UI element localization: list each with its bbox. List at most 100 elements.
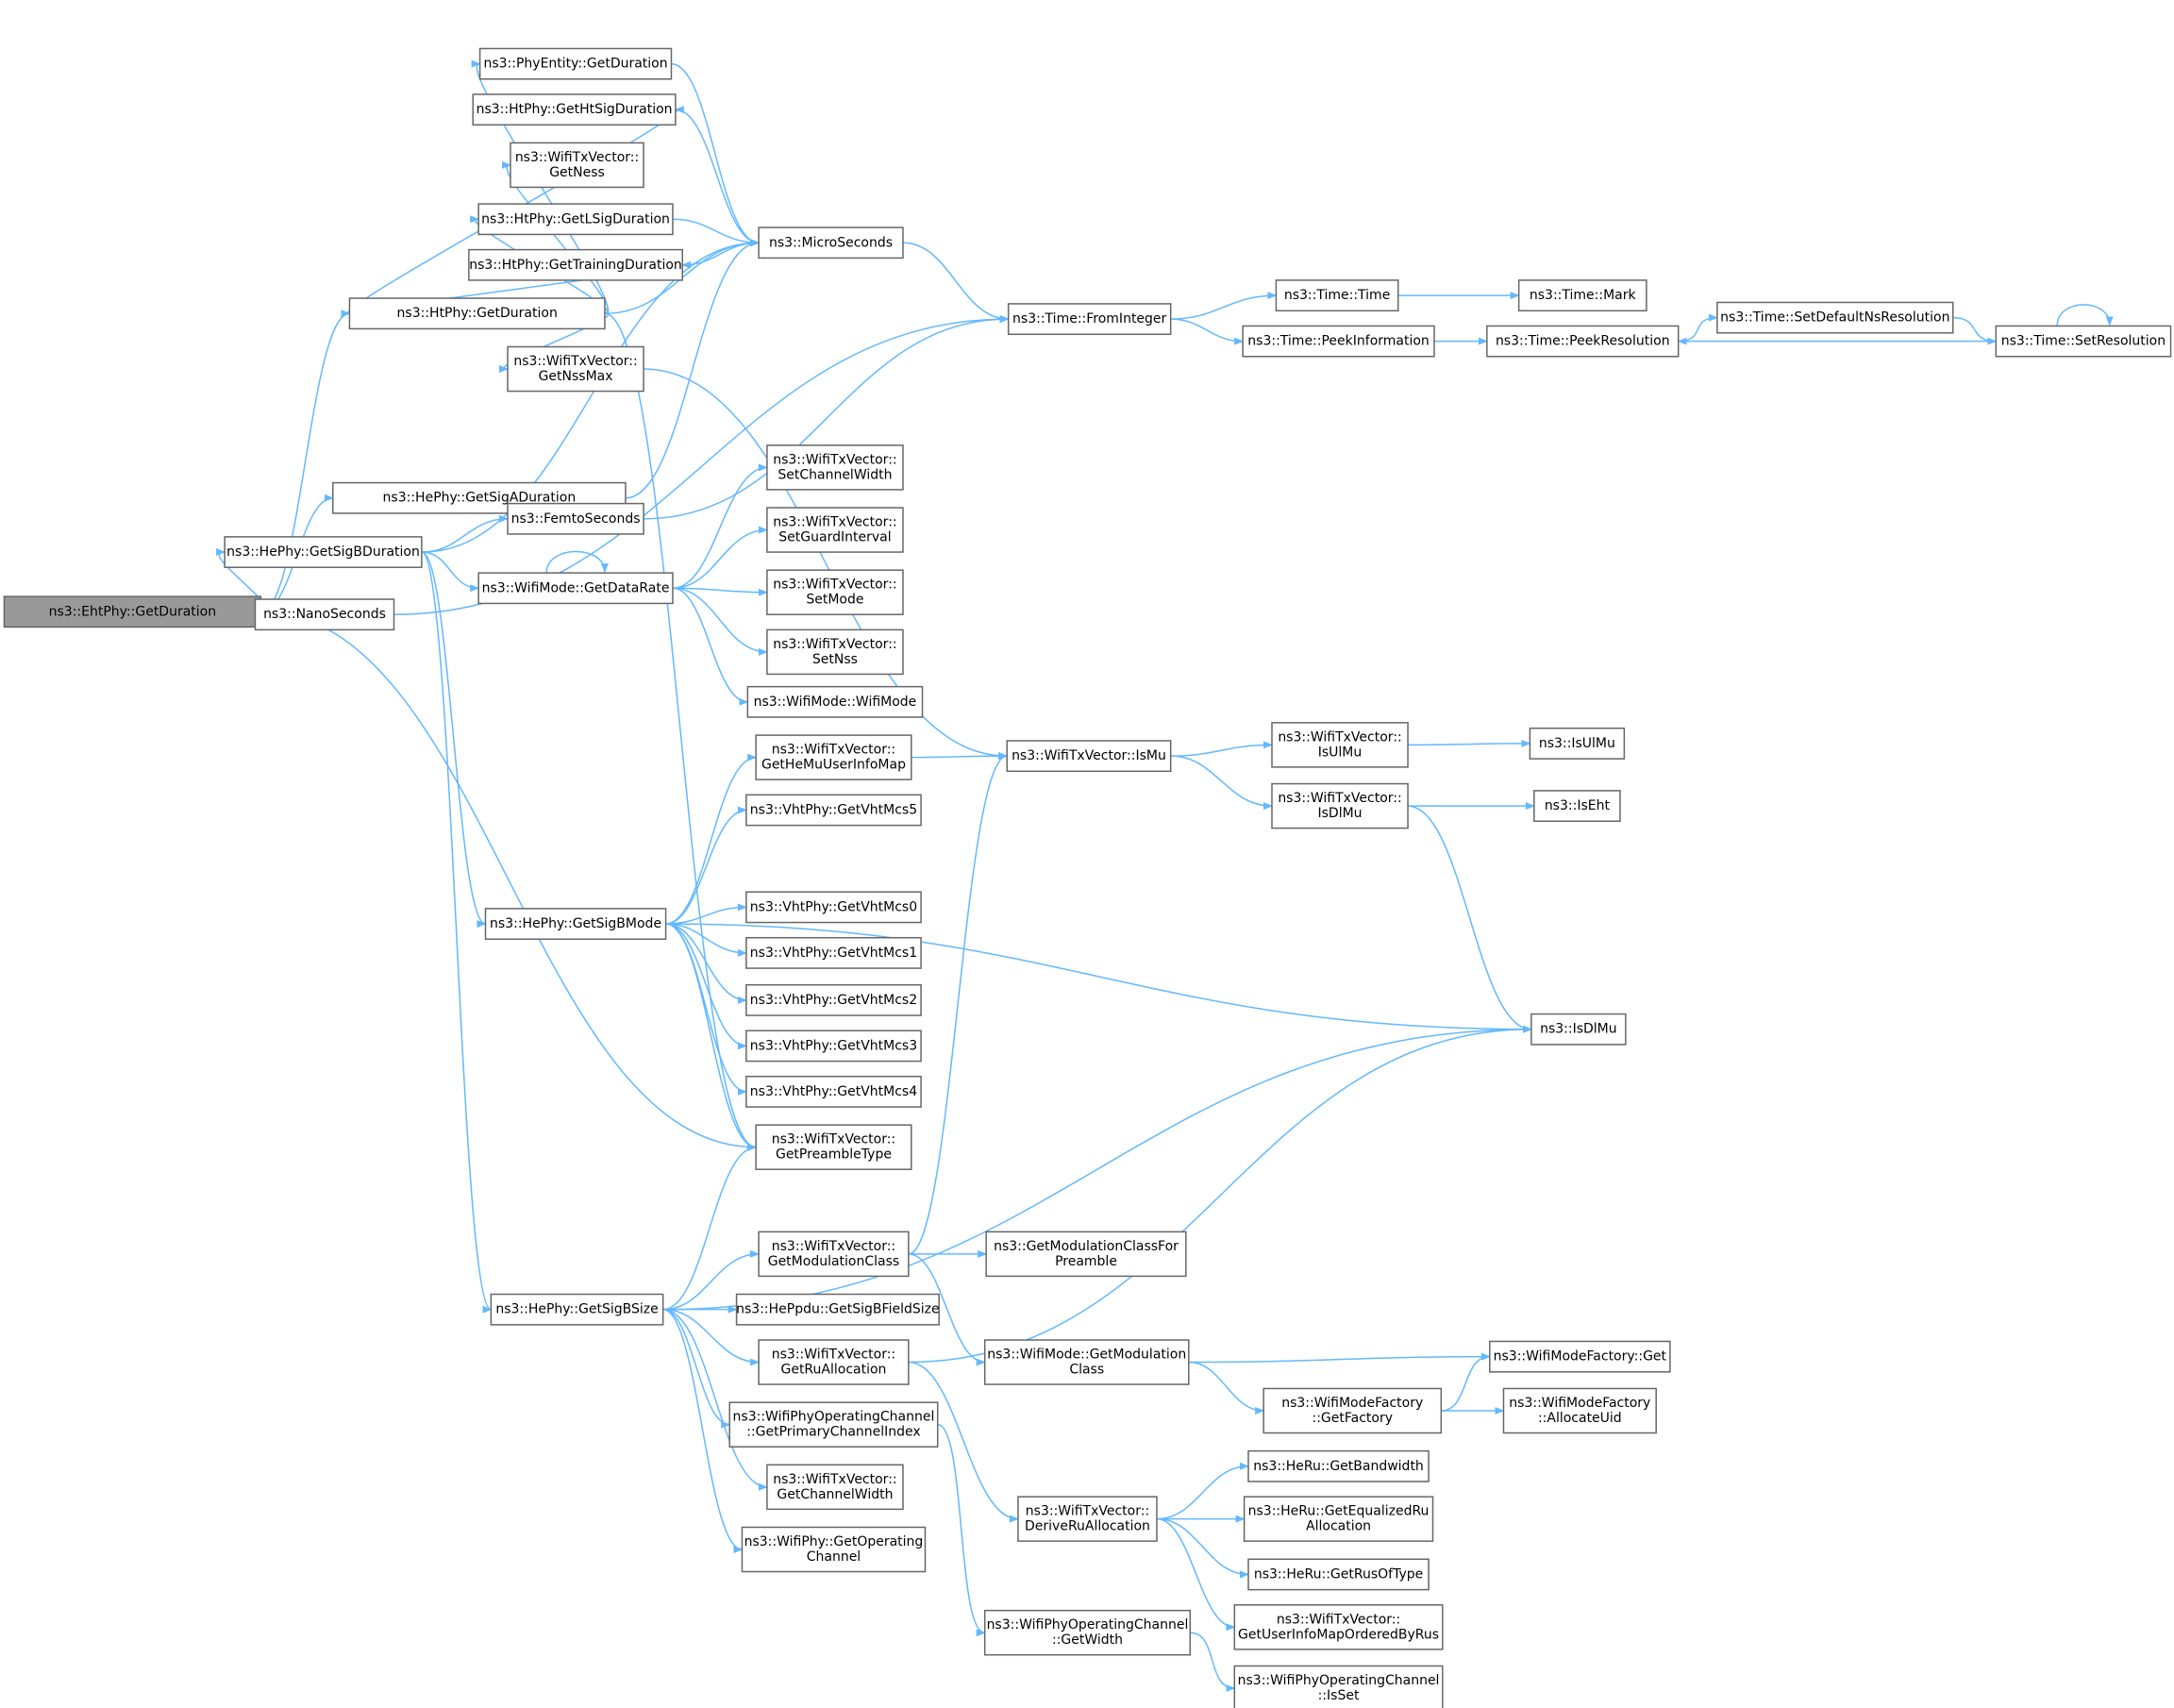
node-tx-is-mu[interactable]: ns3::WifiTxVector::IsMu bbox=[1006, 740, 1172, 773]
node-label: ns3::GetModulationClassFor bbox=[994, 1239, 1179, 1254]
node-label: ns3::WifiMode::WifiMode bbox=[754, 695, 917, 710]
node-factory-get-factory[interactable]: ns3::WifiModeFactory::GetFactory bbox=[1263, 1387, 1443, 1434]
edge-eht-get-duration-to-tx-get-preamble-type bbox=[260, 611, 758, 1151]
node-label: ns3::HeRu::GetRusOfType bbox=[1254, 1566, 1423, 1582]
node-phy-entity-get-duration[interactable]: ns3::PhyEntity::GetDuration bbox=[478, 47, 673, 80]
edge-he-get-sig-bmode-to-is-dl-mu bbox=[665, 923, 1532, 1033]
node-box bbox=[985, 1231, 1187, 1278]
node-time-peek-resolution[interactable]: ns3::Time::PeekResolution bbox=[1486, 325, 1680, 358]
node-factory-get[interactable]: ns3::WifiModeFactory::Get bbox=[1489, 1340, 1671, 1373]
node-label: Preamble bbox=[1055, 1254, 1117, 1269]
node-ht-get-ht-sig-duration[interactable]: ns3::HtPhy::GetHtSigDuration bbox=[472, 93, 677, 126]
node-ht-get-lsig-duration[interactable]: ns3::HtPhy::GetLSigDuration bbox=[477, 203, 674, 236]
edge-time-set-default-ns-resolution-to-time-set-resolution bbox=[1952, 316, 1998, 345]
node-label: ns3::Time::Mark bbox=[1530, 288, 1637, 303]
node-tx-get-he-mu-user-info-map[interactable]: ns3::WifiTxVector::GetHeMuUserInfoMap bbox=[755, 734, 912, 780]
node-he-ppdu-get-sig-bfield-size[interactable]: ns3::HePpdu::GetSigBFieldSize bbox=[735, 1293, 940, 1326]
node-label: ns3::WifiModeFactory::Get bbox=[1494, 1349, 1667, 1365]
node-he-get-sig-bduration[interactable]: ns3::HePhy::GetSigBDuration bbox=[224, 536, 423, 568]
node-box bbox=[477, 572, 674, 605]
node-label: ns3::HePhy::GetSigBMode bbox=[490, 916, 661, 931]
node-eht-get-duration[interactable]: ns3::EhtPhy::GetDuration bbox=[3, 595, 262, 628]
node-is-ul-mu[interactable]: ns3::IsUlMu bbox=[1529, 728, 1626, 760]
node-label: ns3::WifiTxVector:: bbox=[773, 578, 896, 593]
node-micro-seconds[interactable]: ns3::MicroSeconds bbox=[758, 226, 904, 260]
node-tx-set-guard-interval[interactable]: ns3::WifiTxVector::SetGuardInterval bbox=[766, 507, 904, 553]
edge-he-get-sig-bmode-to-vht-mcs3 bbox=[665, 923, 747, 1050]
node-label: ns3::WifiTxVector:: bbox=[773, 515, 896, 530]
node-label: ns3::VhtPhy::GetVhtMcs4 bbox=[750, 1084, 917, 1099]
node-he-ru-get-bandwidth[interactable]: ns3::HeRu::GetBandwidth bbox=[1247, 1449, 1430, 1482]
node-label: ns3::HePhy::GetSigADuration bbox=[383, 491, 577, 506]
node-vht-mcs2[interactable]: ns3::VhtPhy::GetVhtMcs2 bbox=[745, 983, 922, 1016]
node-he-ru-get-rus-of-type[interactable]: ns3::HeRu::GetRusOfType bbox=[1247, 1558, 1430, 1591]
node-op-ch-get-width[interactable]: ns3::WifiPhyOperatingChannel::GetWidth bbox=[983, 1609, 1192, 1656]
node-vht-mcs1[interactable]: ns3::VhtPhy::GetVhtMcs1 bbox=[745, 936, 922, 969]
node-box bbox=[1533, 790, 1621, 822]
node-label: ns3::HtPhy::GetDuration bbox=[397, 306, 558, 321]
node-time-mark[interactable]: ns3::Time::Mark bbox=[1517, 279, 1647, 312]
node-femto-seconds[interactable]: ns3::FemtoSeconds bbox=[507, 502, 644, 535]
node-box bbox=[1517, 279, 1647, 312]
node-tx-set-channel-width[interactable]: ns3::WifiTxVector::SetChannelWidth bbox=[766, 444, 904, 491]
edge-he-get-sig-bmode-to-vht-mcs1 bbox=[665, 923, 747, 957]
node-tx-get-ru-allocation[interactable]: ns3::WifiTxVector::GetRuAllocation bbox=[758, 1339, 910, 1385]
node-box bbox=[745, 794, 922, 827]
node-label: ns3::MicroSeconds bbox=[769, 235, 893, 250]
node-time-peek-information[interactable]: ns3::Time::PeekInformation bbox=[1242, 325, 1435, 358]
edge-he-get-sig-bsize-to-phy-get-operating-channel bbox=[662, 1308, 744, 1553]
node-ht-get-duration[interactable]: ns3::HtPhy::GetDuration bbox=[348, 297, 606, 330]
node-label: ns3::WifiTxVector:: bbox=[772, 743, 895, 758]
node-nano-seconds[interactable]: ns3::NanoSeconds bbox=[254, 598, 395, 631]
node-time-time[interactable]: ns3::Time::Time bbox=[1275, 279, 1399, 312]
node-he-get-sig-bsize[interactable]: ns3::HePhy::GetSigBSize bbox=[490, 1293, 664, 1326]
node-label: ns3::Time::SetDefaultNsResolution bbox=[1720, 310, 1949, 326]
node-tx-is-ul-mu[interactable]: ns3::WifiTxVector::IsUlMu bbox=[1271, 722, 1409, 768]
node-box bbox=[1006, 740, 1172, 773]
node-tx-get-preamble-type[interactable]: ns3::WifiTxVector::GetPreambleType bbox=[755, 1124, 912, 1170]
node-label: ns3::WifiTxVector:: bbox=[1278, 791, 1401, 806]
node-tx-get-modulation-class[interactable]: ns3::WifiTxVector::GetModulationClass bbox=[758, 1231, 910, 1278]
node-tx-get-ness[interactable]: ns3::WifiTxVector::GetNess bbox=[510, 142, 644, 189]
node-time-set-default-ns-resolution[interactable]: ns3::Time::SetDefaultNsResolution bbox=[1716, 301, 1954, 334]
node-ht-get-training-duration[interactable]: ns3::HtPhy::GetTrainingDuration bbox=[468, 248, 683, 281]
node-factory-allocate-uid[interactable]: ns3::WifiModeFactory::AllocateUid bbox=[1502, 1387, 1657, 1434]
node-tx-get-user-info-map-ordered-by-rus[interactable]: ns3::WifiTxVector::GetUserInfoMapOrdered… bbox=[1233, 1604, 1444, 1650]
node-label: ns3::WifiPhyOperatingChannel bbox=[1238, 1673, 1440, 1688]
node-op-ch-is-set[interactable]: ns3::WifiPhyOperatingChannel::IsSet bbox=[1233, 1665, 1444, 1708]
edge-nano-seconds-to-time-from-integer bbox=[393, 315, 1010, 615]
edge-tx-derive-ru-allocation-to-he-ru-get-bandwidth bbox=[1156, 1462, 1249, 1520]
node-tx-get-channel-width[interactable]: ns3::WifiTxVector::GetChannelWidth bbox=[766, 1464, 904, 1511]
node-vht-mcs4[interactable]: ns3::VhtPhy::GetVhtMcs4 bbox=[745, 1075, 922, 1108]
node-vht-mcs0[interactable]: ns3::VhtPhy::GetVhtMcs0 bbox=[745, 891, 922, 924]
node-box bbox=[766, 1464, 904, 1511]
node-label: ns3::WifiPhy::GetOperating bbox=[744, 1534, 924, 1549]
node-label: ns3::Time::PeekResolution bbox=[1496, 334, 1670, 349]
node-label: ns3::VhtPhy::GetVhtMcs1 bbox=[750, 946, 917, 961]
node-he-get-sig-bmode[interactable]: ns3::HePhy::GetSigBMode bbox=[484, 908, 667, 940]
node-time-set-resolution[interactable]: ns3::Time::SetResolution bbox=[1995, 325, 2172, 358]
node-box bbox=[1995, 325, 2172, 358]
node-label: ns3::WifiTxVector:: bbox=[515, 150, 639, 165]
node-tx-is-dl-mu[interactable]: ns3::WifiTxVector::IsDlMu bbox=[1271, 782, 1409, 829]
node-tx-derive-ru-allocation[interactable]: ns3::WifiTxVector::DeriveRuAllocation bbox=[1017, 1496, 1158, 1542]
node-is-eht[interactable]: ns3::IsEht bbox=[1533, 790, 1621, 822]
edge-op-ch-get-primary-channel-index-to-op-ch-get-width bbox=[937, 1423, 986, 1637]
node-mode-get-data-rate[interactable]: ns3::WifiMode::GetDataRate bbox=[477, 572, 674, 605]
node-tx-set-nss[interactable]: ns3::WifiTxVector::SetNss bbox=[766, 628, 904, 676]
edge-time-set-resolution-to-time-set-resolution bbox=[2056, 304, 2114, 327]
node-box bbox=[472, 93, 677, 126]
node-vht-mcs3[interactable]: ns3::VhtPhy::GetVhtMcs3 bbox=[745, 1030, 922, 1063]
node-tx-get-nss-max[interactable]: ns3::WifiTxVector::GetNssMax bbox=[507, 345, 644, 393]
node-is-dl-mu[interactable]: ns3::IsDlMu bbox=[1530, 1013, 1627, 1046]
node-vht-mcs5[interactable]: ns3::VhtPhy::GetVhtMcs5 bbox=[745, 794, 922, 827]
node-time-from-integer[interactable]: ns3::Time::FromInteger bbox=[1007, 303, 1172, 336]
node-tx-set-mode[interactable]: ns3::WifiTxVector::SetMode bbox=[766, 569, 904, 615]
node-label: ns3::HeRu::GetEqualizedRu bbox=[1248, 1504, 1430, 1519]
node-op-ch-get-primary-channel-index[interactable]: ns3::WifiPhyOperatingChannel::GetPrimary… bbox=[728, 1401, 939, 1448]
node-mode-get-modulation-class[interactable]: ns3::WifiMode::GetModulationClass bbox=[983, 1339, 1190, 1385]
node-mode-wifi-mode[interactable]: ns3::WifiMode::WifiMode bbox=[746, 685, 924, 718]
